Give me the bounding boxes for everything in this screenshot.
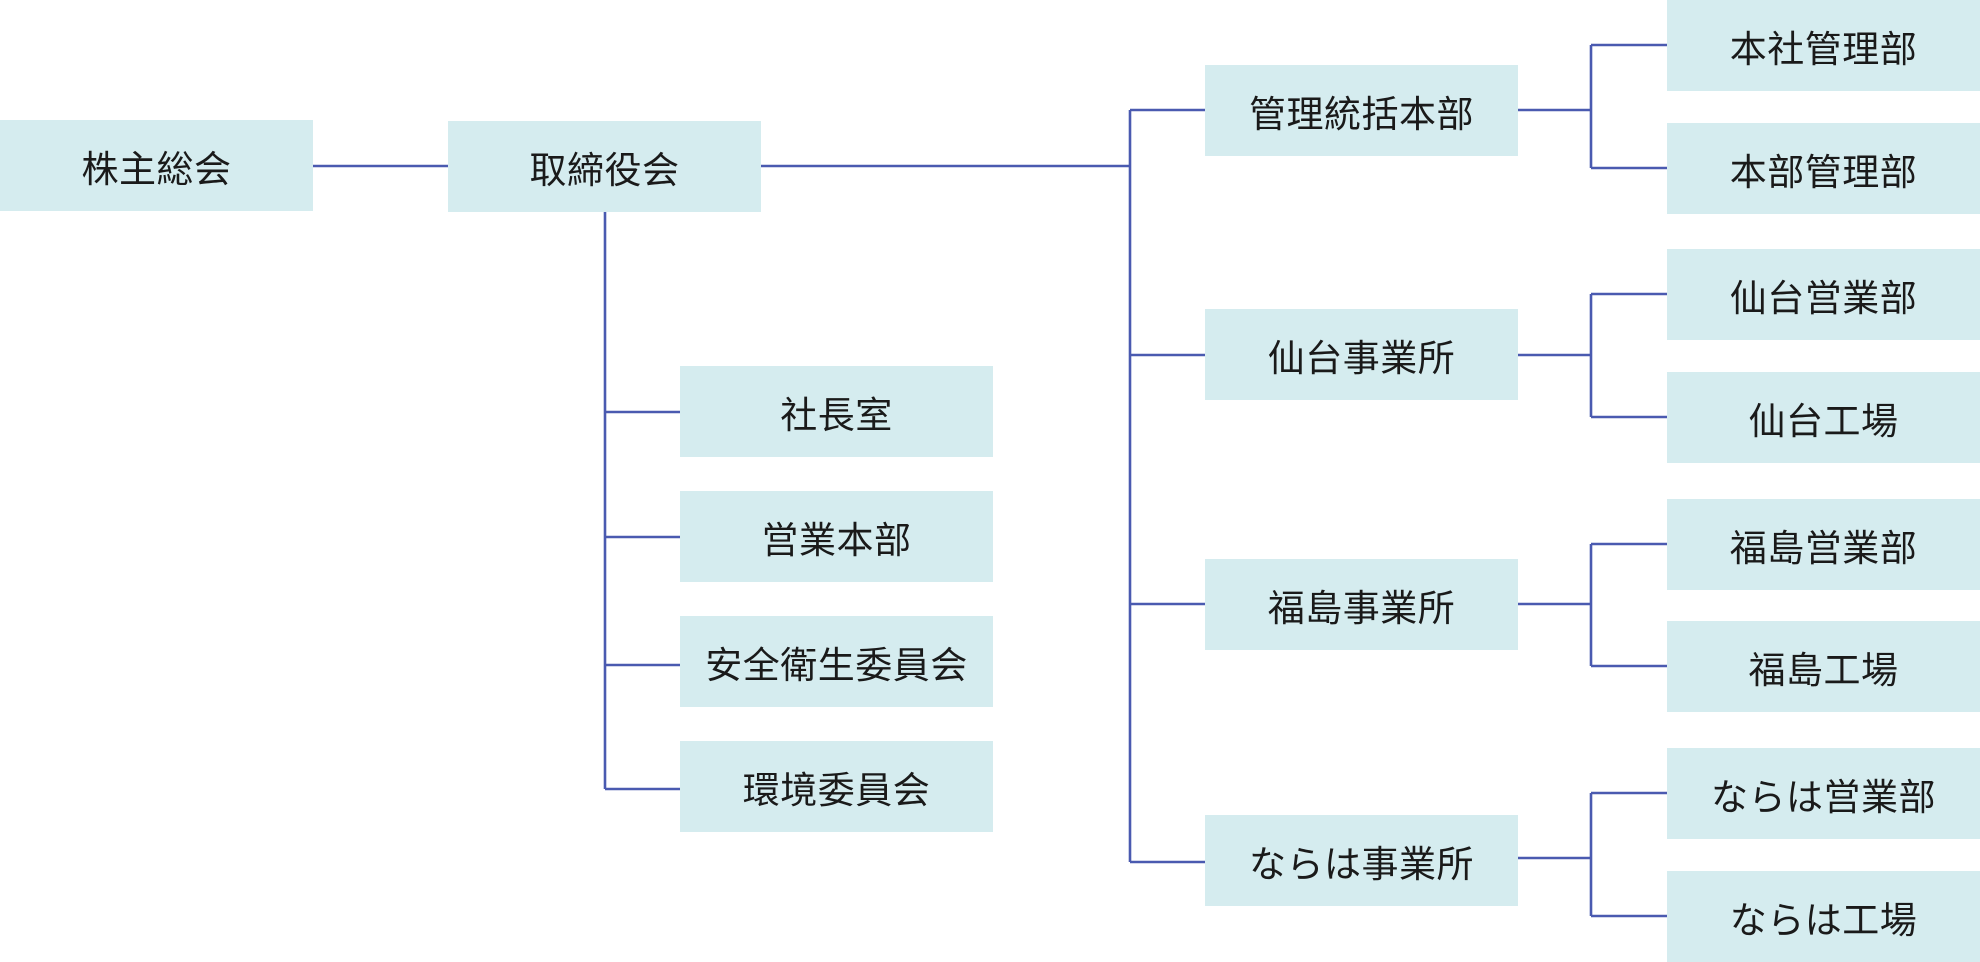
node-environment-committee: 環境委員会 (680, 741, 993, 832)
node-board-of-directors: 取締役会 (448, 121, 761, 212)
node-dept-naraha-factory: ならは工場 (1667, 871, 1980, 962)
node-president-office: 社長室 (680, 366, 993, 457)
node-division-naraha: ならは事業所 (1205, 815, 1518, 906)
node-dept-sendai-factory: 仙台工場 (1667, 372, 1980, 463)
node-shareholders-meeting: 株主総会 (0, 120, 313, 211)
node-dept-fukushima-sales: 福島営業部 (1667, 499, 1980, 590)
node-safety-health-committee: 安全衛生委員会 (680, 616, 993, 707)
node-division-admin: 管理統括本部 (1205, 65, 1518, 156)
node-division-fukushima: 福島事業所 (1205, 559, 1518, 650)
node-dept-hq-admin: 本部管理部 (1667, 123, 1980, 214)
node-dept-sendai-sales: 仙台営業部 (1667, 249, 1980, 340)
node-dept-naraha-sales: ならは営業部 (1667, 748, 1980, 839)
node-dept-head-office-admin: 本社管理部 (1667, 0, 1980, 91)
node-dept-fukushima-factory: 福島工場 (1667, 621, 1980, 712)
node-division-sendai: 仙台事業所 (1205, 309, 1518, 400)
node-sales-headquarters: 営業本部 (680, 491, 993, 582)
